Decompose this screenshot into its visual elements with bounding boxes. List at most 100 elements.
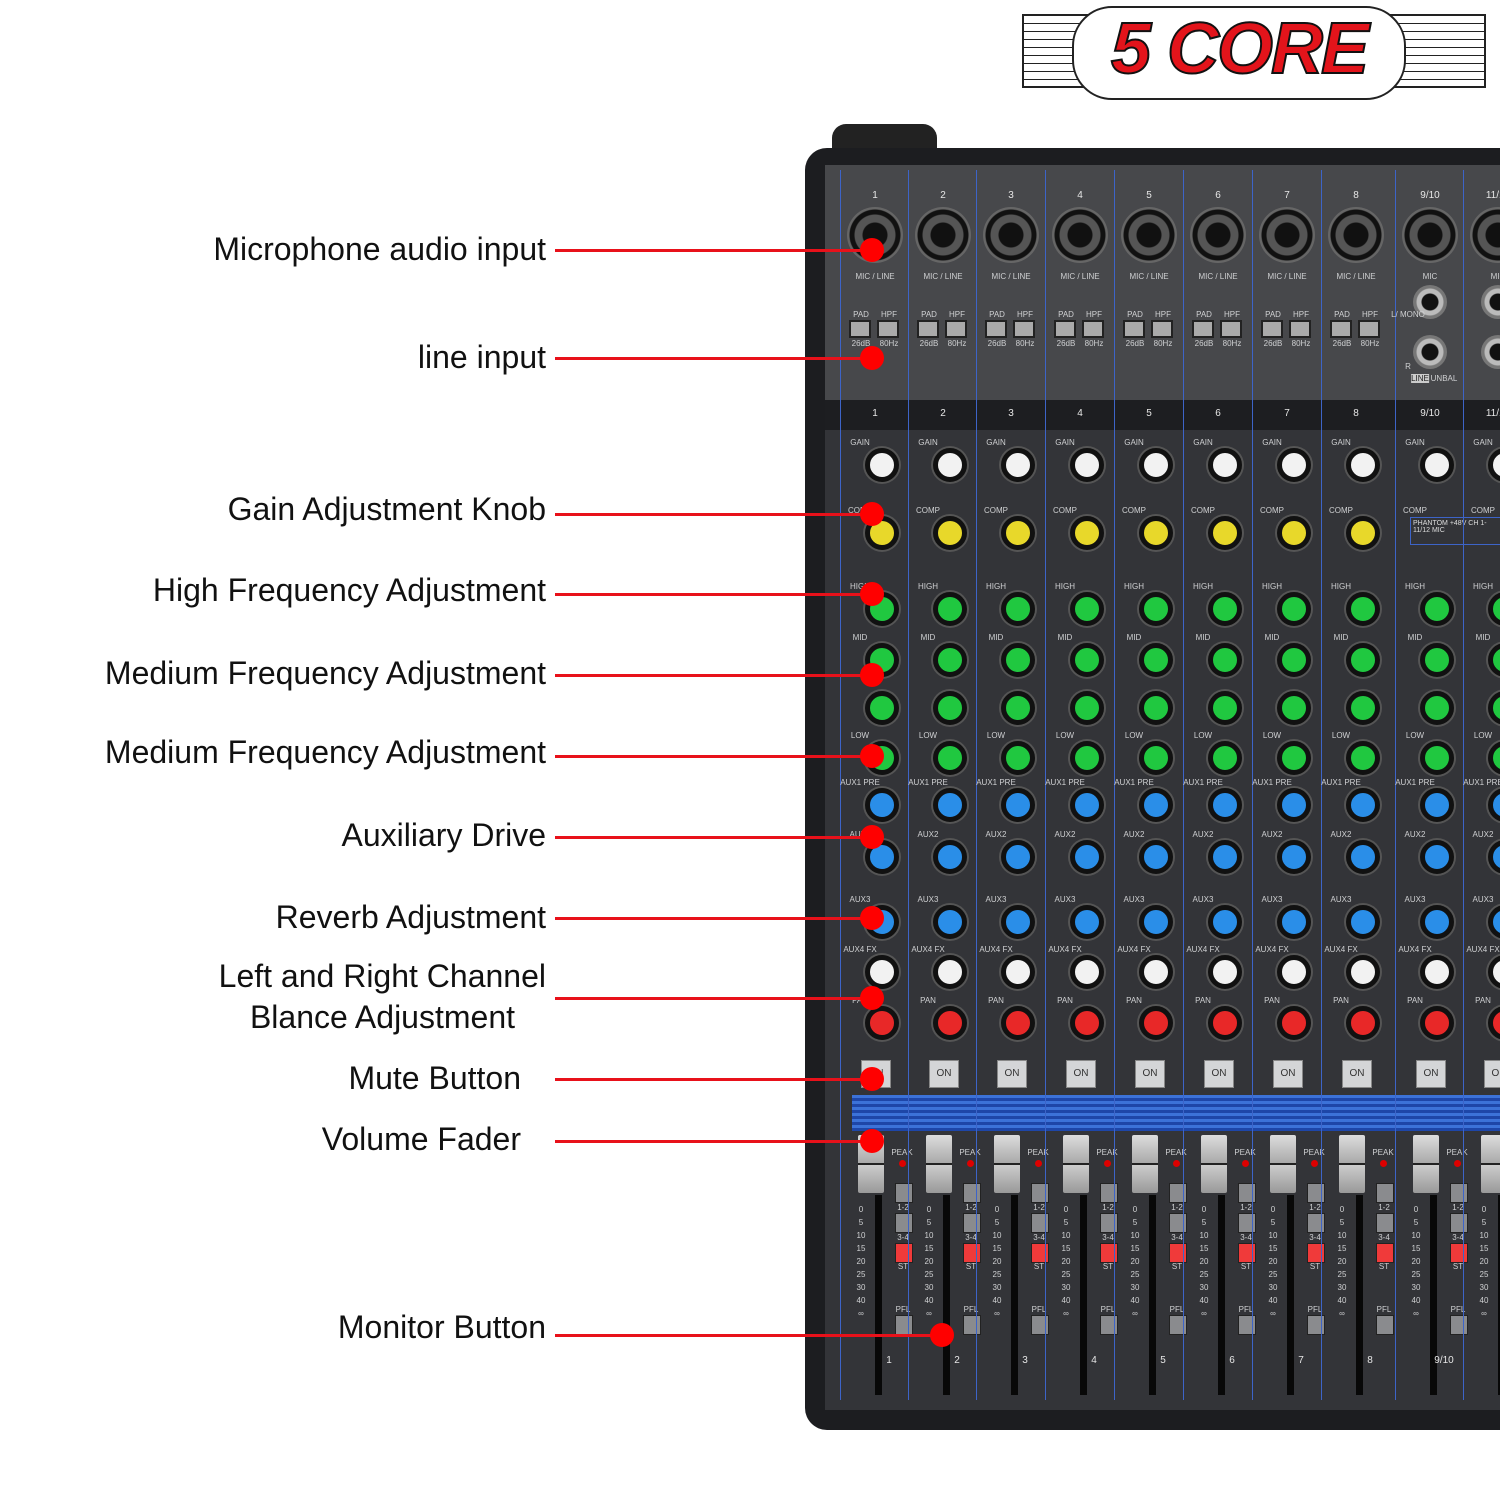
st-button[interactable] — [963, 1243, 981, 1263]
gain-knob[interactable] — [1139, 448, 1173, 482]
aux2-knob[interactable] — [1208, 840, 1242, 874]
low-knob[interactable] — [933, 741, 967, 775]
pad-switch[interactable] — [1192, 320, 1214, 338]
mute-on-button[interactable]: ON — [1416, 1060, 1446, 1088]
mid-knob[interactable] — [1208, 643, 1242, 677]
mid-knob[interactable] — [1346, 643, 1380, 677]
mid-knob[interactable] — [1070, 643, 1104, 677]
pad-switch[interactable] — [1330, 320, 1352, 338]
aux2-knob[interactable] — [1420, 840, 1454, 874]
mid2-knob[interactable] — [1346, 691, 1380, 725]
mid-knob[interactable] — [933, 643, 967, 677]
volume-fader-cap[interactable] — [926, 1135, 952, 1193]
pfl-button[interactable] — [1169, 1315, 1187, 1335]
bus-34-button[interactable] — [1376, 1213, 1394, 1233]
pfl-button[interactable] — [1307, 1315, 1325, 1335]
mute-on-button[interactable]: ON — [1066, 1060, 1096, 1088]
volume-fader-cap[interactable] — [1132, 1135, 1158, 1193]
aux2-knob[interactable] — [1346, 840, 1380, 874]
hpf-switch[interactable] — [1082, 320, 1104, 338]
low-knob[interactable] — [1277, 741, 1311, 775]
bus-34-button[interactable] — [1031, 1213, 1049, 1233]
line-input-jack-right[interactable] — [1481, 335, 1500, 369]
bus-12-button[interactable] — [895, 1183, 913, 1203]
gain-knob[interactable] — [1001, 448, 1035, 482]
hpf-switch[interactable] — [1013, 320, 1035, 338]
mid2-knob[interactable] — [933, 691, 967, 725]
st-button[interactable] — [1100, 1243, 1118, 1263]
aux3-knob[interactable] — [1420, 905, 1454, 939]
aux4-knob[interactable] — [1420, 955, 1454, 989]
gain-knob[interactable] — [1346, 448, 1380, 482]
gain-knob[interactable] — [1420, 448, 1454, 482]
comp-knob[interactable] — [1208, 516, 1242, 550]
aux4-knob[interactable] — [933, 955, 967, 989]
pfl-button[interactable] — [1376, 1315, 1394, 1335]
volume-fader-cap[interactable] — [1201, 1135, 1227, 1193]
st-button[interactable] — [895, 1243, 913, 1263]
aux4-knob[interactable] — [865, 955, 899, 989]
aux2-knob[interactable] — [1001, 840, 1035, 874]
comp-knob[interactable] — [1346, 516, 1380, 550]
aux2-knob[interactable] — [933, 840, 967, 874]
high-knob[interactable] — [1208, 592, 1242, 626]
low-knob[interactable] — [1001, 741, 1035, 775]
st-button[interactable] — [1238, 1243, 1256, 1263]
mute-on-button[interactable]: ON — [929, 1060, 959, 1088]
mute-on-button[interactable]: ON — [1204, 1060, 1234, 1088]
pfl-button[interactable] — [1100, 1315, 1118, 1335]
xlr-input-jack[interactable] — [983, 207, 1039, 263]
aux1-knob[interactable] — [1139, 788, 1173, 822]
mute-on-button[interactable]: ON — [997, 1060, 1027, 1088]
aux1-knob[interactable] — [1001, 788, 1035, 822]
xlr-input-jack[interactable] — [1052, 207, 1108, 263]
bus-34-button[interactable] — [895, 1213, 913, 1233]
aux1-knob[interactable] — [1208, 788, 1242, 822]
gain-knob[interactable] — [933, 448, 967, 482]
low-knob[interactable] — [1070, 741, 1104, 775]
volume-fader-cap[interactable] — [1413, 1135, 1439, 1193]
pad-switch[interactable] — [849, 320, 871, 338]
bus-12-button[interactable] — [963, 1183, 981, 1203]
high-knob[interactable] — [1420, 592, 1454, 626]
aux3-knob[interactable] — [933, 905, 967, 939]
pan-knob[interactable] — [1139, 1006, 1173, 1040]
aux2-knob[interactable] — [1070, 840, 1104, 874]
line-input-jack-left[interactable] — [1413, 285, 1447, 319]
pan-knob[interactable] — [1001, 1006, 1035, 1040]
gain-knob[interactable] — [865, 448, 899, 482]
aux1-knob[interactable] — [865, 788, 899, 822]
high-knob[interactable] — [1277, 592, 1311, 626]
pfl-button[interactable] — [1238, 1315, 1256, 1335]
mid2-knob[interactable] — [1139, 691, 1173, 725]
aux3-knob[interactable] — [1070, 905, 1104, 939]
xlr-input-jack[interactable] — [1402, 207, 1458, 263]
mute-on-button[interactable]: ON — [1484, 1060, 1500, 1088]
gain-knob[interactable] — [1208, 448, 1242, 482]
comp-knob[interactable] — [1070, 516, 1104, 550]
aux1-knob[interactable] — [1420, 788, 1454, 822]
pan-knob[interactable] — [865, 1006, 899, 1040]
bus-12-button[interactable] — [1376, 1183, 1394, 1203]
hpf-switch[interactable] — [877, 320, 899, 338]
aux1-knob[interactable] — [1346, 788, 1380, 822]
bus-12-button[interactable] — [1169, 1183, 1187, 1203]
xlr-input-jack[interactable] — [1190, 207, 1246, 263]
mid2-knob[interactable] — [1208, 691, 1242, 725]
bus-34-button[interactable] — [1238, 1213, 1256, 1233]
pad-switch[interactable] — [1054, 320, 1076, 338]
aux4-knob[interactable] — [1208, 955, 1242, 989]
aux4-knob[interactable] — [1277, 955, 1311, 989]
mid2-knob[interactable] — [865, 691, 899, 725]
high-knob[interactable] — [1070, 592, 1104, 626]
aux3-knob[interactable] — [1001, 905, 1035, 939]
line-input-jack-left[interactable] — [1481, 285, 1500, 319]
pad-switch[interactable] — [985, 320, 1007, 338]
low-knob[interactable] — [1208, 741, 1242, 775]
pfl-button[interactable] — [1450, 1315, 1468, 1335]
mute-on-button[interactable]: ON — [1342, 1060, 1372, 1088]
mid2-knob[interactable] — [1070, 691, 1104, 725]
high-knob[interactable] — [1346, 592, 1380, 626]
pan-knob[interactable] — [1420, 1006, 1454, 1040]
mid2-knob[interactable] — [1420, 691, 1454, 725]
